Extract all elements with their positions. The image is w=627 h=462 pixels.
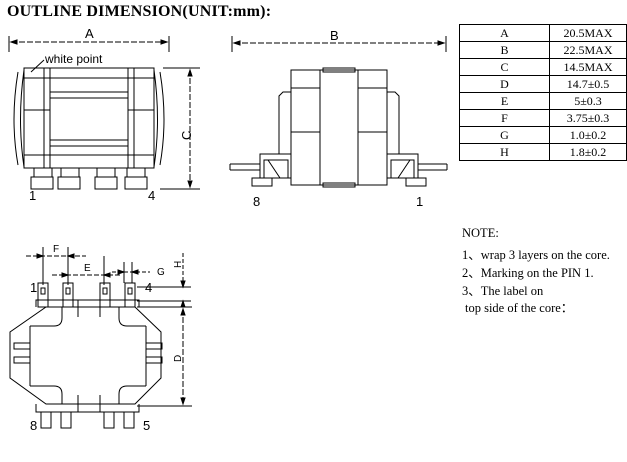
side-pin-8-label: 8 [253,194,260,209]
bottom-view: F E G H D [9,244,192,433]
dimension-value: 14.7±0.5 [549,75,627,93]
bottom-top-pads [37,282,136,308]
dim-d-label: D [173,355,184,362]
note-line-3: 3、The label on [462,284,544,298]
front-view: A white point [8,26,200,203]
front-pin-1-label: 1 [29,188,36,203]
side-view: B 8 1 [229,28,448,209]
dimension-key: A [459,24,550,42]
note-heading: NOTE: [462,226,499,240]
dimension-value: 1.8±0.2 [549,143,627,161]
bottom-bottom-pads [40,411,135,429]
dimension-key: G [459,126,550,144]
dimension-key: E [459,92,550,110]
dimension-key: D [459,75,550,93]
dimension-key: B [459,41,550,59]
note-line-1: 1、wrap 3 layers on the core. [462,248,610,262]
note-line-2: 2、Marking on the PIN 1. [462,266,594,280]
bottom-pin-4-label: 4 [145,280,152,295]
dim-a-label: A [85,26,94,41]
dimension-key: C [459,58,550,76]
bottom-pin-1-label: 1 [30,280,37,295]
dim-h-label: H [173,261,184,268]
bottom-pin-5-label: 5 [143,418,150,433]
dimension-key: H [459,143,550,161]
note-line-4: top side of the core： [465,301,574,315]
page-title: OUTLINE DIMENSION(UNIT:mm): [7,3,272,20]
white-point-label: white point [44,52,103,66]
front-pins [30,167,148,190]
dim-e-label: E [84,263,91,274]
dimension-value: 5±0.3 [549,92,627,110]
dim-b-label: B [330,28,339,43]
side-pin-1-label: 1 [416,194,423,209]
front-pin-4-label: 4 [148,188,155,203]
bottom-pin-8-label: 8 [30,418,37,433]
dimension-value: 3.75±0.3 [549,109,627,127]
dimension-key: F [459,109,550,127]
dimension-value: 14.5MAX [549,58,627,76]
dim-g-label: G [157,267,165,278]
dimension-value: 1.0±0.2 [549,126,627,144]
dim-c-label: C [179,131,194,140]
dim-f-label: F [53,244,59,255]
dimension-value: 22.5MAX [549,41,627,59]
dimension-value: 20.5MAX [549,24,627,42]
